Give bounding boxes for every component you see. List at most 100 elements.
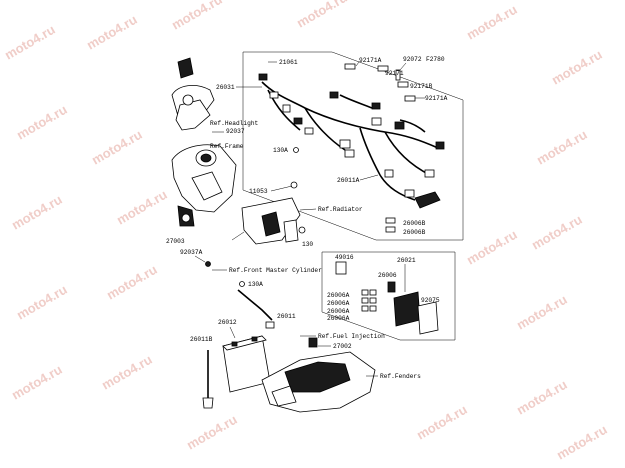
part-number-label: 49016	[335, 254, 354, 261]
part-number-label: 130A	[248, 281, 263, 288]
connector-icon	[344, 149, 355, 158]
leader-line	[399, 62, 407, 71]
part-number-label: 27003	[166, 238, 185, 245]
frame-assembly: Ref.Headlight 92037 Ref.Frame 27003 9203…	[166, 57, 259, 267]
clip-icon	[344, 63, 356, 70]
connector-icon	[371, 117, 382, 126]
harness-branch-wire	[339, 94, 373, 109]
diagram-code: F2780	[426, 56, 445, 63]
watermark-text: moto4.ru	[534, 127, 590, 168]
frame-icon	[200, 153, 212, 163]
part-number-label: 27002	[333, 343, 352, 350]
watermark-text: moto4.ru	[9, 192, 65, 233]
terminal-icon	[265, 321, 275, 329]
part-number-label: 92075	[421, 297, 440, 304]
battery-group: Ref.Front Master Cylinder 130A 26011 260…	[190, 267, 322, 409]
fuse-icon	[387, 281, 396, 293]
fuse-icon	[335, 261, 347, 275]
bolt-icon	[290, 181, 298, 189]
watermark-text: moto4.ru	[89, 127, 145, 168]
battery-tray-icon	[271, 385, 297, 407]
clip-icon	[385, 217, 396, 224]
watermark-text: moto4.ru	[514, 377, 570, 418]
connector-icon	[293, 117, 303, 125]
watermark-text: moto4.ru	[14, 282, 70, 323]
clip-icon	[385, 226, 396, 233]
connector-icon	[424, 169, 435, 178]
leader-line	[270, 185, 293, 192]
leader-line	[299, 208, 317, 211]
watermark-text: moto4.ru	[84, 12, 140, 53]
main-harness-group: F2780 21061 9	[216, 51, 464, 241]
part-number-label: 26006A	[327, 315, 350, 322]
part-number-label: 26006A	[327, 308, 350, 315]
battery-terminal-icon	[231, 341, 238, 347]
watermark-text: moto4.ru	[554, 422, 610, 463]
fuse-icon	[361, 305, 369, 312]
part-number-label: 92171B	[410, 83, 433, 90]
watermark-text: moto4.ru	[549, 47, 605, 88]
frame-icon	[191, 171, 223, 201]
watermark-text: moto4.ru	[14, 102, 70, 143]
relay-icon	[177, 57, 194, 79]
ecu-bracket-icon	[308, 337, 318, 348]
connector-icon	[329, 91, 339, 99]
part-number-label: 26012	[218, 319, 237, 326]
fuse-icon	[361, 297, 369, 304]
connector-icon	[384, 169, 394, 178]
clip-icon	[377, 65, 389, 72]
watermark-text: moto4.ru	[104, 262, 160, 303]
fuse-icon	[361, 289, 369, 296]
bolt-icon	[239, 281, 245, 287]
watermark-text: moto4.ru	[2, 22, 58, 63]
part-number-label: 92171A	[425, 95, 448, 102]
part-number-label: 26011B	[190, 336, 213, 343]
battery-terminal-icon	[251, 336, 258, 342]
part-number-label: 92171	[385, 70, 404, 77]
reference-label: Ref.Radiator	[318, 206, 363, 213]
part-number-label: 26021	[397, 257, 416, 264]
part-number-label: 11053	[249, 188, 268, 195]
part-number-label: 92037	[226, 128, 245, 135]
harness-panel-outline	[242, 51, 464, 241]
watermark-text: moto4.ru	[9, 362, 65, 403]
fuse-icon	[369, 305, 377, 312]
connector-icon	[414, 191, 441, 209]
reference-label: Ref.Frame	[210, 143, 244, 150]
leader-line	[194, 255, 206, 263]
battery-cable-wire	[237, 289, 273, 321]
part-number-label: 92171A	[359, 57, 382, 64]
reference-label: Ref.Front Master Cylinder	[229, 267, 322, 274]
connector-icon	[339, 139, 351, 149]
clip-icon	[397, 81, 409, 88]
harness-branch-wire	[359, 127, 416, 201]
leader-line	[229, 326, 236, 339]
connector-icon	[371, 102, 381, 110]
part-number-label: 130	[302, 241, 313, 248]
part-number-label: 26006B	[403, 220, 426, 227]
fusebox-panel-outline	[321, 251, 456, 341]
watermark-text: moto4.ru	[414, 402, 470, 443]
part-number-label: 130A	[273, 147, 288, 154]
part-number-label: 92037A	[180, 249, 203, 256]
reference-label: Ref.Fenders	[380, 373, 421, 380]
leader-line	[231, 231, 245, 241]
connector-icon	[404, 189, 415, 198]
fusebox-group: 49016 26021 26006 26006A 26006A 26006A 2…	[321, 251, 456, 341]
harness-branch-wire	[384, 131, 431, 176]
watermark-text: moto4.ru	[114, 187, 170, 228]
connector-icon	[258, 73, 268, 81]
connector-icon	[282, 104, 291, 113]
leader-line	[355, 61, 360, 67]
bracket-icon	[261, 211, 281, 237]
clip-icon	[395, 69, 401, 81]
bolt-icon	[293, 147, 299, 153]
part-number-label: 21061	[279, 59, 298, 66]
part-number-label: 26006	[378, 272, 397, 279]
part-number-label: 26006B	[403, 229, 426, 236]
fusebox-cover-icon	[417, 301, 439, 335]
watermark-text: moto4.ru	[294, 0, 350, 31]
bolt-icon	[298, 226, 306, 234]
